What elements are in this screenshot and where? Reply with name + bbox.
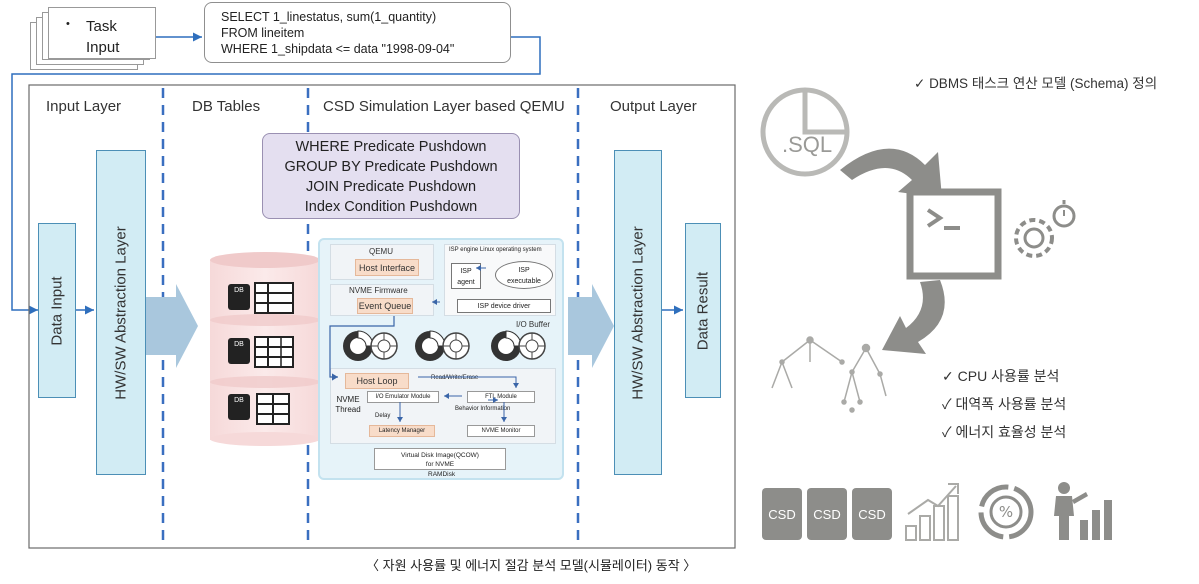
abstraction-left-label: HW/SW Abstraction Layer (112, 225, 130, 400)
event-queue: Event Queue (357, 298, 413, 314)
db-icon: DB (228, 394, 250, 420)
ramdisk-label: RAMDisk (428, 471, 456, 478)
sql-query-box: SELECT 1_linestatus, sum(1_quantity) FRO… (204, 2, 511, 63)
data-result-box: Data Result (685, 223, 721, 398)
svg-text:%: % (999, 503, 1013, 521)
read-write-label: Read/Write/Erase (431, 375, 479, 381)
nvme-firmware-label: NVME Firmware (349, 286, 408, 295)
io-emulator-module: I/O Emulator Module (367, 391, 439, 403)
pushdown-box: WHERE Predicate Pushdown GROUP BY Predic… (262, 133, 520, 219)
table-grid-icon (254, 336, 294, 368)
csd-icon: CSD (852, 488, 892, 540)
check-energy: ✓ 에너지 효율성 분석 (942, 424, 1067, 440)
data-input-label: Data Input (48, 275, 66, 346)
pushdown-index: Index Condition Pushdown (304, 199, 478, 215)
csd-icon: CSD (807, 488, 847, 540)
sql-line-2: FROM lineitem (221, 26, 305, 40)
io-buffer-rings (343, 330, 546, 361)
io-buffer-label: I/O Buffer (516, 320, 551, 329)
percent-gauge-icon: % (978, 484, 1034, 540)
qemu-host-box: QEMU Host Interface (330, 244, 434, 280)
data-result-label: Data Result (694, 271, 712, 350)
qemu-label: QEMU (369, 247, 393, 256)
host-interface: Host Interface (355, 259, 419, 276)
check-cpu: ✓ CPU 사용률 분석 (942, 368, 1060, 384)
pushdown-join: JOIN Predicate Pushdown (305, 179, 477, 195)
db-label: DB (234, 287, 244, 294)
caption: 〈 자원 사용률 및 에너지 절감 분석 모델(시뮬레이터) 동작 〉 (366, 558, 697, 573)
task-input-stack: • Task Input (30, 7, 156, 72)
task-input-label-1: Task (86, 18, 117, 35)
db-icon: DB (228, 338, 250, 364)
db-label: DB (234, 341, 244, 348)
db-tables-title: DB Tables (192, 98, 261, 115)
output-layer-title: Output Layer (610, 98, 697, 115)
host-loop: Host Loop (345, 373, 409, 389)
isp-device-driver: ISP device driver (457, 299, 551, 313)
pushdown-where: WHERE Predicate Pushdown (295, 139, 487, 155)
task-input-label-2: Input (86, 39, 120, 56)
abstraction-right-label: HW/SW Abstraction Layer (629, 225, 647, 400)
qemu-internal-arrows (329, 265, 519, 422)
growth-bars-icon (905, 483, 959, 541)
person-chart-icon (1054, 482, 1112, 540)
analysis-flow-icons (771, 148, 1076, 413)
abstraction-layer-left: HW/SW Abstraction Layer (96, 150, 146, 475)
isp-engine-label: ISP engine Linux operating system (449, 247, 542, 253)
table-grid-icon (256, 393, 290, 425)
virtual-disk-box: Virtual Disk Image(QCOW)for NVME (374, 448, 506, 470)
db-icon: DB (228, 284, 250, 310)
data-input-box: Data Input (38, 223, 76, 398)
delay-label: Delay (375, 413, 391, 419)
check-bandwidth: ✓ 대역폭 사용률 분석 (942, 396, 1067, 412)
abstraction-layer-right: HW/SW Abstraction Layer (614, 150, 662, 475)
pushdown-groupby: GROUP BY Predicate Pushdown (284, 159, 498, 175)
sql-line-3: WHERE 1_shipdata <= data "1998-09-04" (221, 42, 455, 56)
db-label: DB (234, 397, 244, 404)
csd-icon: CSD (762, 488, 802, 540)
input-layer-title: Input Layer (46, 98, 122, 115)
ftl-module: FTL Module (467, 391, 535, 403)
csd-sim-layer-title: CSD Simulation Layer based QEMU (323, 98, 565, 115)
schema-check-item: ✓ DBMS 태스크 연산 모델 (Schema) 정의 (914, 76, 1158, 91)
behavior-info-label: Behavior Information (455, 406, 511, 412)
sql-file-icon (760, 87, 850, 177)
latency-manager: Latency Manager (369, 425, 435, 437)
sql-line-1: SELECT 1_linestatus, sum(1_quantity) (221, 10, 437, 24)
table-grid-icon (254, 282, 294, 314)
qemu-diagram: QEMU Host Interface ISP engine Linux ope… (318, 238, 564, 480)
nvme-monitor: NVME Monitor (467, 425, 535, 437)
sql-file-label: .SQL (782, 132, 833, 157)
nvme-firmware-box: NVME Firmware Event Queue (330, 284, 434, 316)
